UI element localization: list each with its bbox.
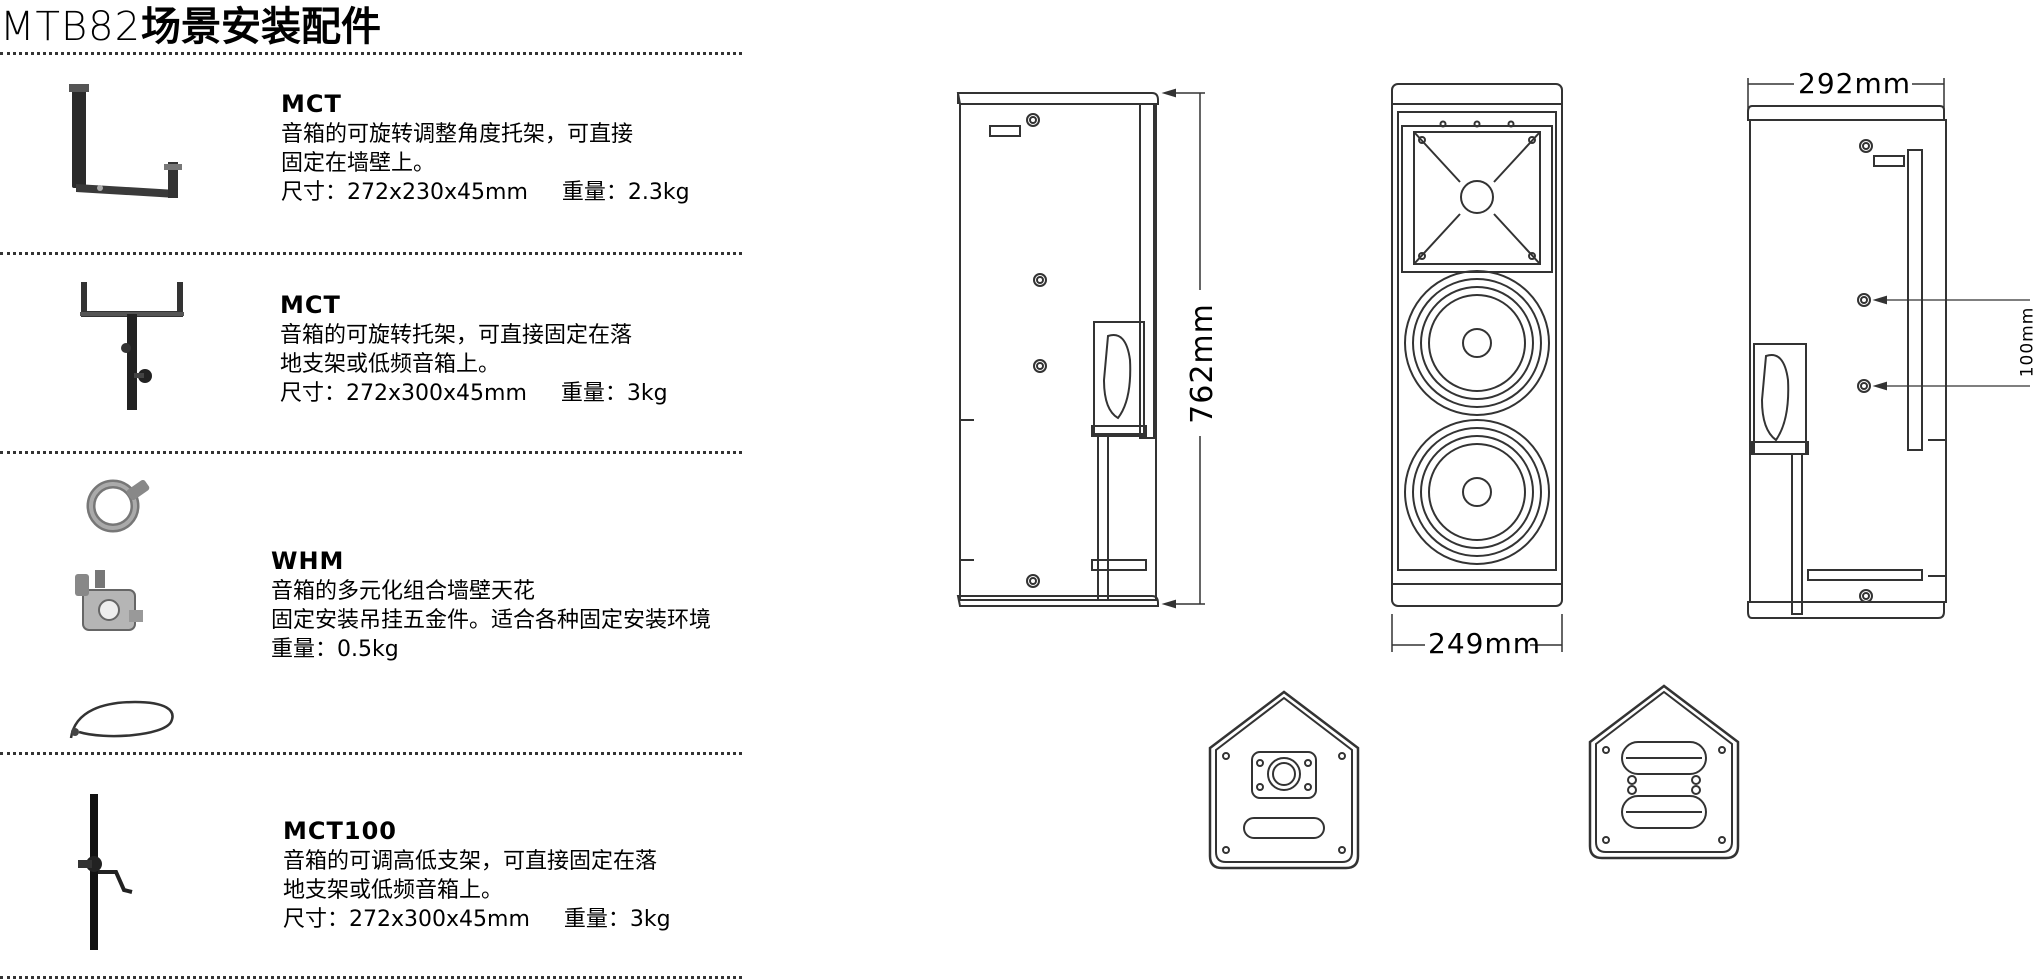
- separator: [0, 451, 742, 454]
- page-title: MTB82场景安装配件: [0, 0, 381, 52]
- speaker-right-side-view: [1747, 78, 2030, 619]
- accessory-weight: 重量：2.3kg: [561, 180, 690, 205]
- eyebolt-clamp-cable-icon: [69, 479, 174, 739]
- spacing-dimension: 100mm: [2017, 306, 2033, 378]
- accessory-name: MCT100: [283, 817, 397, 845]
- accessory-desc-line: 固定安装吊挂五金件。适合各种固定安装环境: [271, 608, 712, 633]
- speaker-front-view: [1391, 83, 1563, 652]
- speaker-bottom-view-1: [1208, 690, 1360, 870]
- speaker-left-side-view: [956, 88, 1205, 609]
- accessory-size: 尺寸：272x230x45mm: [281, 180, 528, 205]
- speaker-bottom-view-2: [1588, 684, 1740, 860]
- height-dimension: 762mm: [1184, 303, 1220, 424]
- accessory-weight: 重量：3kg: [563, 907, 671, 932]
- separator: [0, 52, 742, 55]
- title-cn: 场景安装配件: [141, 4, 382, 50]
- accessory-name: WHM: [271, 547, 345, 575]
- accessory-size: 尺寸：272x300x45mm: [283, 907, 530, 932]
- accessory-desc-line: 音箱的多元化组合墙壁天花: [271, 579, 536, 604]
- separator: [0, 976, 742, 979]
- accessory-desc-line: 音箱的可旋转托架，可直接固定在落: [280, 323, 633, 348]
- accessory-size: 尺寸：272x300x45mm: [280, 381, 527, 406]
- accessory-desc-line: 地支架或低频音箱上。: [283, 878, 504, 903]
- accessory-desc-line: 音箱的可旋转调整角度托架，可直接: [281, 122, 634, 147]
- depth-dimension: 292mm: [1798, 67, 1911, 100]
- accessory-name: MCT: [281, 90, 342, 118]
- accessory-mct-1: MCT 音箱的可旋转调整角度托架，可直接 固定在墙壁上。 尺寸：272x230x…: [281, 90, 690, 207]
- accessory-mct100: MCT100 音箱的可调高低支架，可直接固定在落 地支架或低频音箱上。 尺寸：2…: [283, 817, 671, 934]
- separator: [0, 252, 742, 255]
- height-stand-icon: [78, 794, 133, 950]
- accessory-weight: 重量：0.5kg: [271, 637, 399, 662]
- model-name: MTB82: [0, 4, 142, 50]
- pole-bracket-icon: [80, 282, 184, 410]
- accessory-whm: WHM 音箱的多元化组合墙壁天花 固定安装吊挂五金件。适合各种固定安装环境 重量…: [271, 547, 711, 664]
- accessory-desc-line: 固定在墙壁上。: [281, 151, 436, 176]
- accessory-name: MCT: [280, 291, 341, 319]
- accessory-desc-line: 音箱的可调高低支架，可直接固定在落: [283, 849, 658, 874]
- accessory-desc-line: 地支架或低频音箱上。: [280, 352, 501, 377]
- separator: [0, 752, 742, 755]
- accessory-weight: 重量：3kg: [560, 381, 668, 406]
- width-dimension: 249mm: [1428, 627, 1541, 660]
- accessory-mct-2: MCT 音箱的可旋转托架，可直接固定在落 地支架或低频音箱上。 尺寸：272x3…: [280, 291, 668, 408]
- wall-bracket-icon: [69, 84, 182, 198]
